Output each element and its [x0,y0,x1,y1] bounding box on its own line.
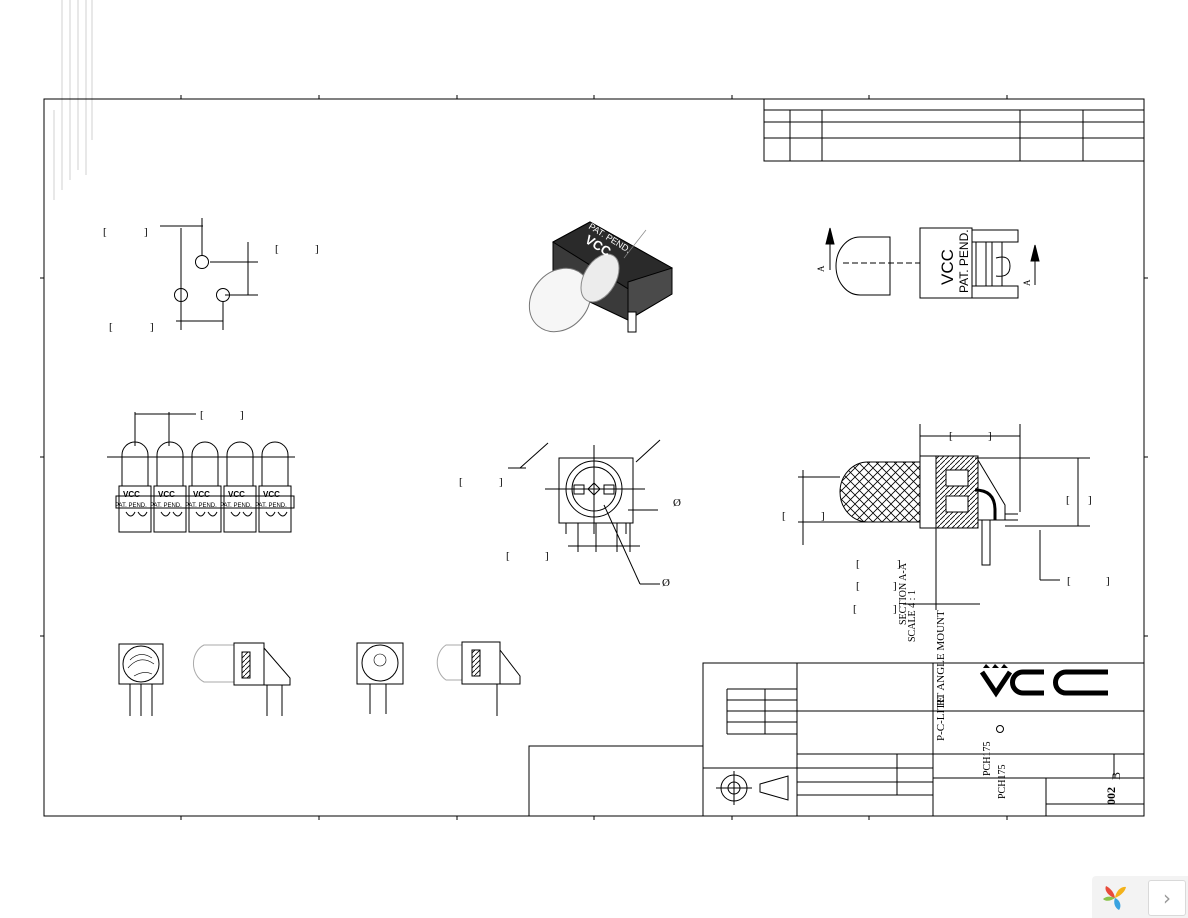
bi-lead-views [356,641,521,716]
array-patent-3: PAT. PEND. [185,503,217,509]
bracket-dim: [ [103,226,107,238]
array-brand-2: VCC [158,490,175,499]
svg-text:]: ] [893,603,897,615]
svg-text:[: [ [200,409,204,421]
viewer-logo-icon [1103,886,1126,910]
array-patent-5: PAT. PEND. [255,503,287,509]
section-scale: SCALE 4 : 1 [907,590,918,642]
section-title: SECTION A-A [898,562,909,625]
svg-text:]: ] [988,430,992,442]
ganged-array-view [107,412,295,533]
next-page-button[interactable]: › [1148,880,1186,916]
svg-text:]: ] [545,550,549,562]
svg-text:]: ] [1088,494,1092,506]
array-patent-4: PAT. PEND. [220,503,252,509]
svg-text:]: ] [144,226,148,238]
drawing-number: 002 [1104,787,1118,805]
array-brand-4: VCC [228,490,245,499]
svg-text:[: [ [1067,575,1071,587]
svg-text:]: ] [1106,575,1110,587]
title-block-frame [528,662,1145,817]
svg-text:[: [ [949,430,953,442]
array-brand-5: VCC [263,490,280,499]
svg-text:[: [ [109,321,113,333]
pcb-hole-pattern [160,218,258,330]
svg-text:[: [ [853,603,857,615]
svg-text:[: [ [856,580,860,592]
part-number-a: PCH175 [982,742,993,776]
top-view-patent: PAT. PEND. [957,229,971,293]
section-marker-left: A [816,265,826,272]
description-line1: P-C-LITE [935,696,947,741]
svg-text:]: ] [499,476,503,488]
svg-text:[: [ [856,558,860,570]
svg-text:]: ] [821,510,825,522]
svg-text:]: ] [315,243,319,255]
tri-lead-views [118,642,291,716]
revision-letter: B [1109,772,1123,780]
svg-text:[: [ [506,550,510,562]
svg-text:[: [ [1066,494,1070,506]
top-view-brand: VCC [938,249,957,285]
svg-text:[: [ [782,510,786,522]
svg-text:]: ] [150,321,154,333]
svg-text:[: [ [459,476,463,488]
viewer-nav: › [1092,876,1188,918]
section-marker-right: A [1022,279,1032,286]
top-view-section-line [825,227,1040,299]
faint-notes [53,0,93,200]
array-brand-3: VCC [193,490,210,499]
array-brand-1: VCC [123,490,140,499]
diameter-symbol-2: Ø [662,577,670,589]
vcc-logo [979,664,1108,698]
array-patent-2: PAT. PEND. [150,503,182,509]
svg-text:]: ] [240,409,244,421]
projection-symbol [716,771,789,805]
revision-block [763,98,1145,162]
svg-text:[: [ [275,243,279,255]
front-view [508,439,661,585]
section-a-a-view [798,424,1090,610]
description-line2: RT ANGLE MOUNT [935,610,947,706]
svg-text:]: ] [897,558,901,570]
array-patent-1: PAT. PEND. [115,503,147,509]
svg-text:]: ] [893,580,897,592]
diameter-symbol-1: Ø [673,497,681,509]
part-number-b: PCH175 [997,765,1008,799]
